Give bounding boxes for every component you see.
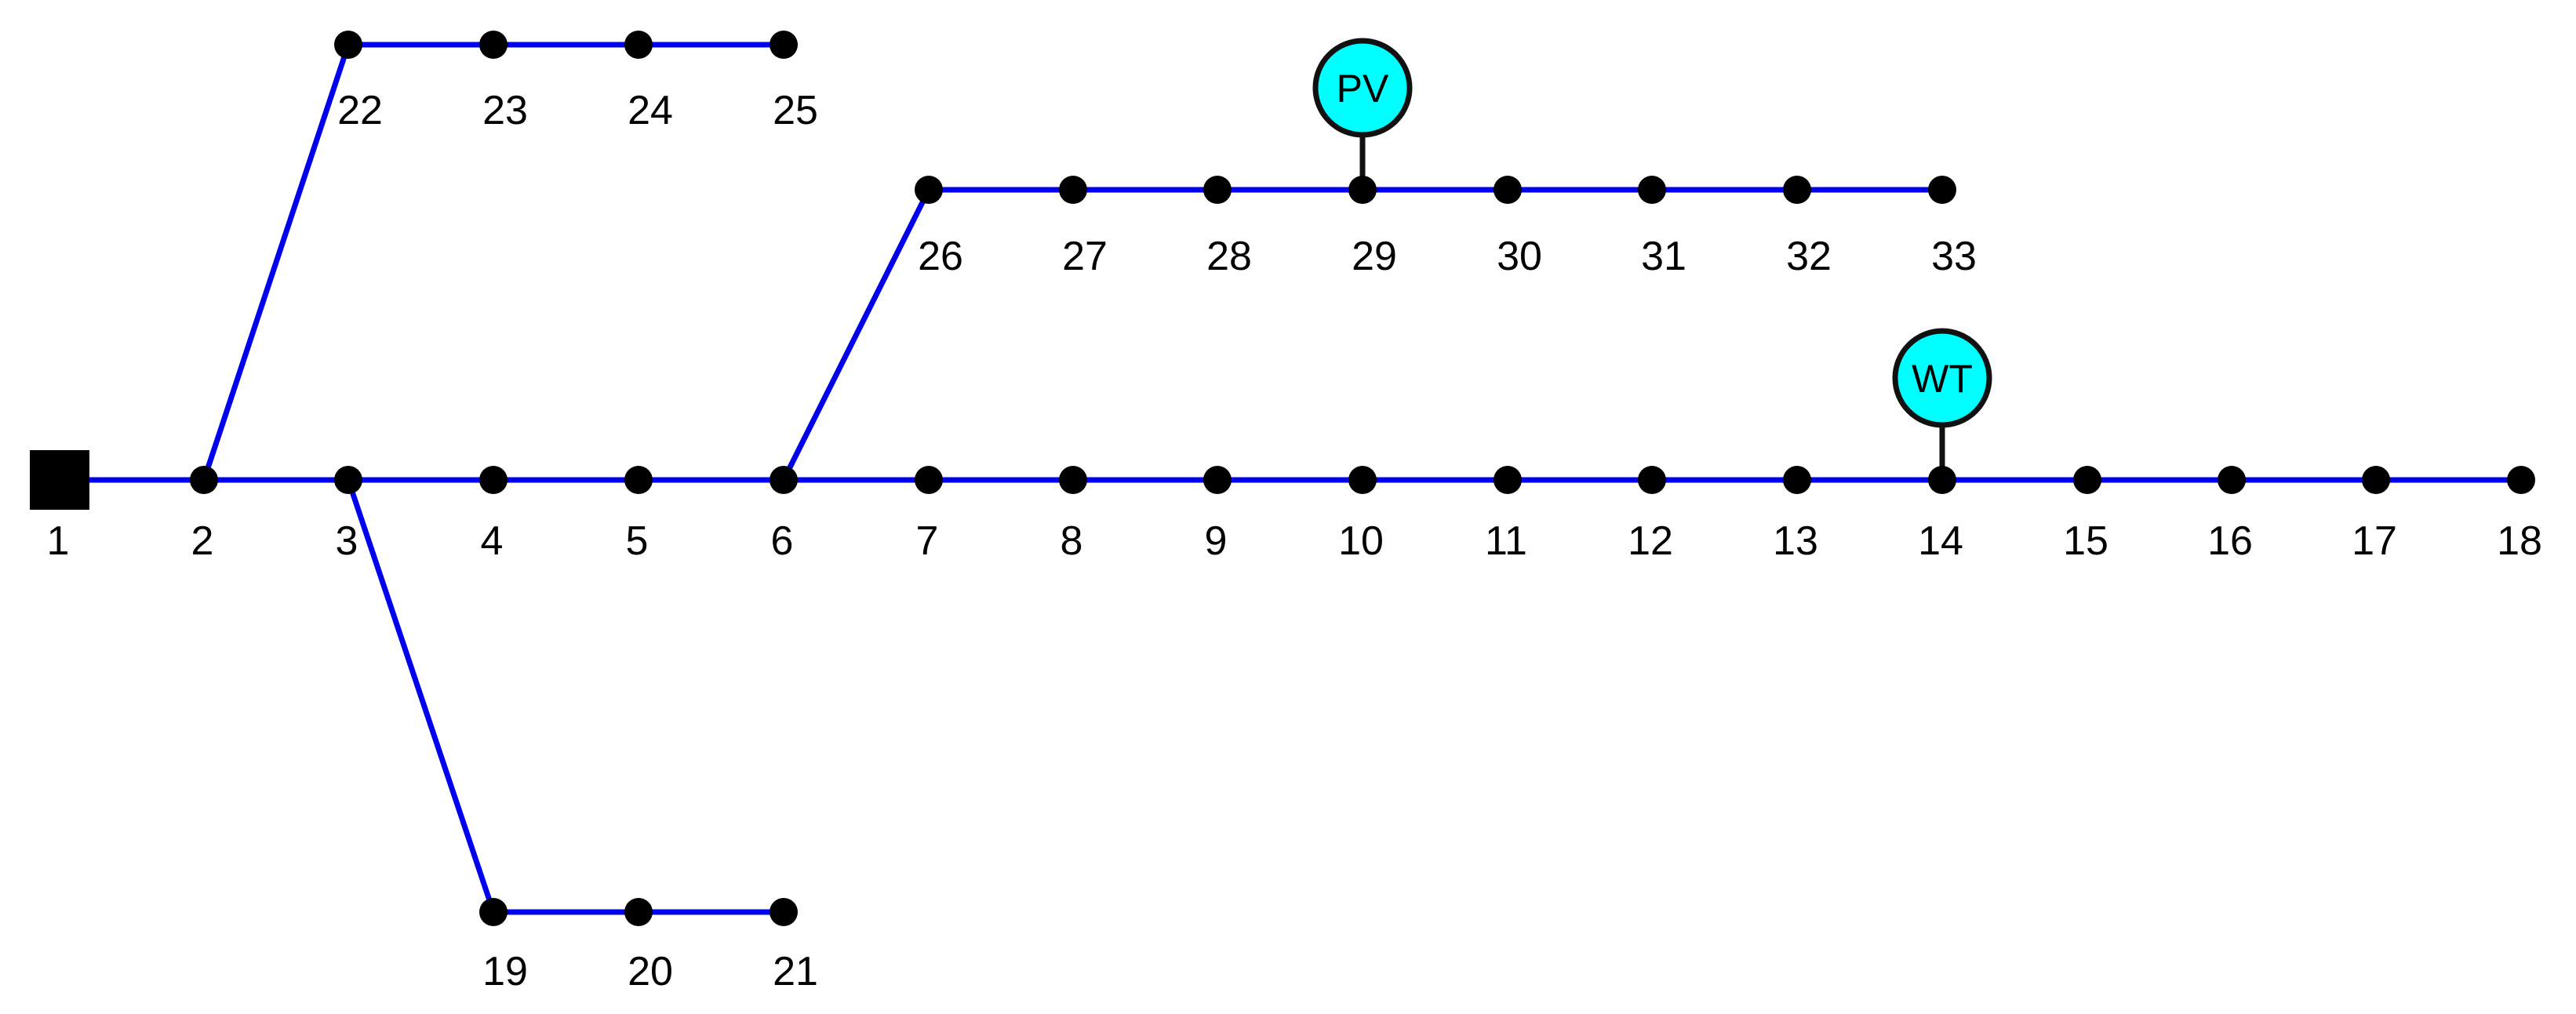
bus-label-18: 18: [2497, 518, 2542, 564]
bus-node-33: [1928, 176, 1956, 204]
bus-node-27: [1059, 176, 1087, 204]
bus-label-7: 7: [916, 518, 939, 564]
bus-label-4: 4: [481, 518, 504, 564]
bus-label-17: 17: [2352, 518, 2397, 564]
bus-node-32: [1783, 176, 1811, 204]
bus-node-30: [1494, 176, 1522, 204]
bus-label-27: 27: [1062, 234, 1108, 279]
bus-label-11: 11: [1485, 518, 1527, 564]
bus-node-8: [1059, 466, 1087, 494]
bus-node-15: [2073, 466, 2101, 494]
bus-nodes: [30, 31, 2535, 926]
bus-node-14: [1928, 466, 1956, 494]
bus-node-21: [770, 898, 798, 926]
branch-line-2-22: [201, 42, 351, 483]
bus-label-20: 20: [628, 949, 673, 994]
bus-node-9: [1203, 466, 1232, 494]
wind-turbine-icon: [1892, 328, 1992, 428]
bus-node-23: [479, 31, 508, 59]
bus-label-28: 28: [1206, 234, 1252, 279]
bus-label-9: 9: [1205, 518, 1228, 564]
bus-label-14: 14: [1918, 518, 1963, 564]
bus-label-29: 29: [1352, 234, 1397, 279]
bus-node-17: [2362, 466, 2390, 494]
bus-node-24: [624, 31, 653, 59]
bus-label-19: 19: [482, 949, 528, 994]
bus-node-6: [770, 466, 798, 494]
bus-node-19: [479, 898, 508, 926]
bus-node-10: [1348, 466, 1377, 494]
bus-node-22: [334, 31, 362, 59]
bus-node-18: [2507, 466, 2535, 494]
bus-label-6: 6: [771, 518, 794, 564]
slack-bus-square-icon: [30, 450, 89, 510]
bus-node-11: [1494, 466, 1522, 494]
branch-lines: [56, 42, 2524, 915]
bus-label-23: 23: [482, 88, 528, 133]
bus-node-2: [190, 466, 218, 494]
bus-label-21: 21: [773, 949, 818, 994]
bus-node-20: [624, 898, 653, 926]
bus-label-31: 31: [1641, 234, 1686, 279]
bus-node-7: [915, 466, 943, 494]
bus-label-5: 5: [626, 518, 649, 564]
bus-node-31: [1638, 176, 1666, 204]
bus-node-5: [624, 466, 653, 494]
bus-node-28: [1203, 176, 1232, 204]
bus-node-4: [479, 466, 508, 494]
bus-node-25: [770, 31, 798, 59]
bus-node-29: [1348, 176, 1377, 204]
bus-node-13: [1783, 466, 1811, 494]
bus-label-33: 33: [1931, 234, 1977, 279]
bus-label-24: 24: [628, 88, 673, 133]
bus-node-12: [1638, 466, 1666, 494]
bus-label-1: 1: [47, 518, 70, 564]
bus-label-16: 16: [2207, 518, 2253, 564]
generator-label-wt: WT: [1912, 357, 1973, 401]
bus-label-26: 26: [918, 234, 963, 279]
bus-node-16: [2218, 466, 2246, 494]
bus-label-22: 22: [337, 88, 383, 133]
bus-node-3: [334, 466, 362, 494]
bus-label-13: 13: [1773, 518, 1818, 564]
bus-node-26: [915, 176, 943, 204]
pv-generator-icon: [1312, 38, 1413, 138]
bus-label-10: 10: [1338, 518, 1384, 564]
generator-label-pv: PV: [1337, 67, 1389, 111]
generators: PV WT: [1312, 38, 1992, 428]
bus-label-8: 8: [1061, 518, 1083, 564]
bus-label-32: 32: [1786, 234, 1832, 279]
bus-label-2: 2: [191, 518, 214, 564]
branch-line-6-26: [780, 187, 932, 483]
bus-label-30: 30: [1497, 234, 1542, 279]
bus-label-25: 25: [773, 88, 818, 133]
bus-label-3: 3: [336, 518, 358, 564]
bus-label-15: 15: [2063, 518, 2108, 564]
bus-label-12: 12: [1628, 518, 1673, 564]
branch-line-3-19: [345, 477, 497, 915]
